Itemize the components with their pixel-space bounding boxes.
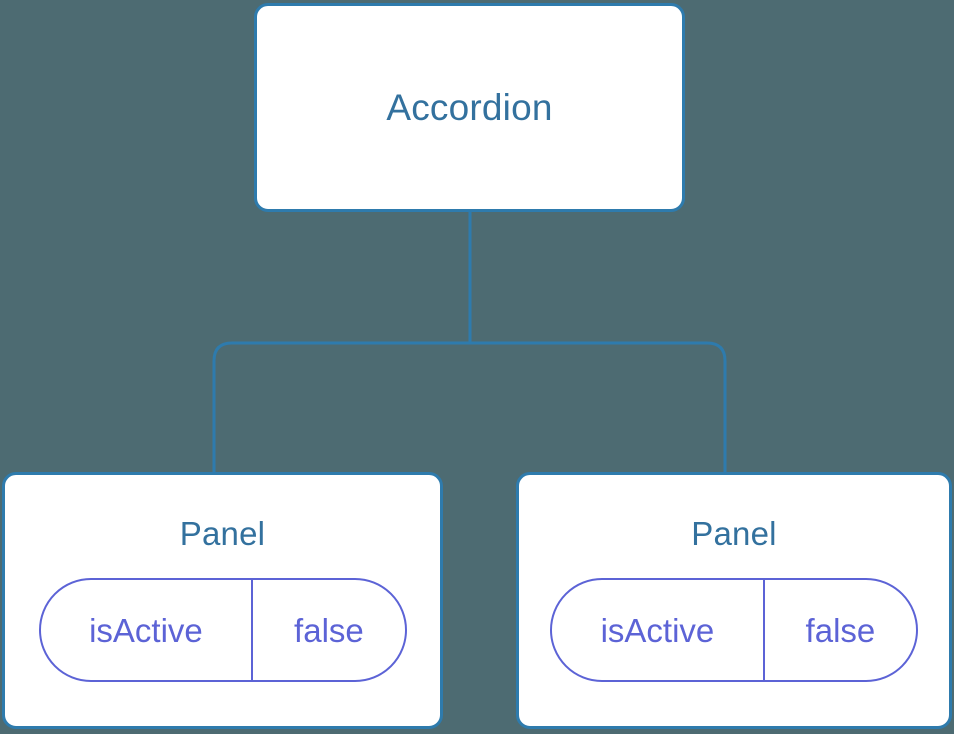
connector-branch-right <box>470 341 727 474</box>
connector-branch-left <box>212 341 470 474</box>
prop-key: isActive <box>552 580 765 680</box>
prop-value: false <box>294 611 364 649</box>
prop-pill-panel-1-isactive[interactable]: isActive false <box>38 578 407 682</box>
node-panel-2[interactable]: Panel isActive false <box>516 472 952 729</box>
node-panel-2-label: Panel <box>691 515 777 552</box>
node-panel-1[interactable]: Panel isActive false <box>2 472 443 729</box>
prop-key: isActive <box>41 580 254 680</box>
node-panel-1-label: Panel <box>179 515 266 552</box>
node-accordion-label: Accordion <box>386 87 553 128</box>
prop-value: false <box>805 611 876 649</box>
prop-pill-panel-2-isactive[interactable]: isActive false <box>550 578 918 682</box>
node-accordion[interactable]: Accordion <box>254 3 685 212</box>
